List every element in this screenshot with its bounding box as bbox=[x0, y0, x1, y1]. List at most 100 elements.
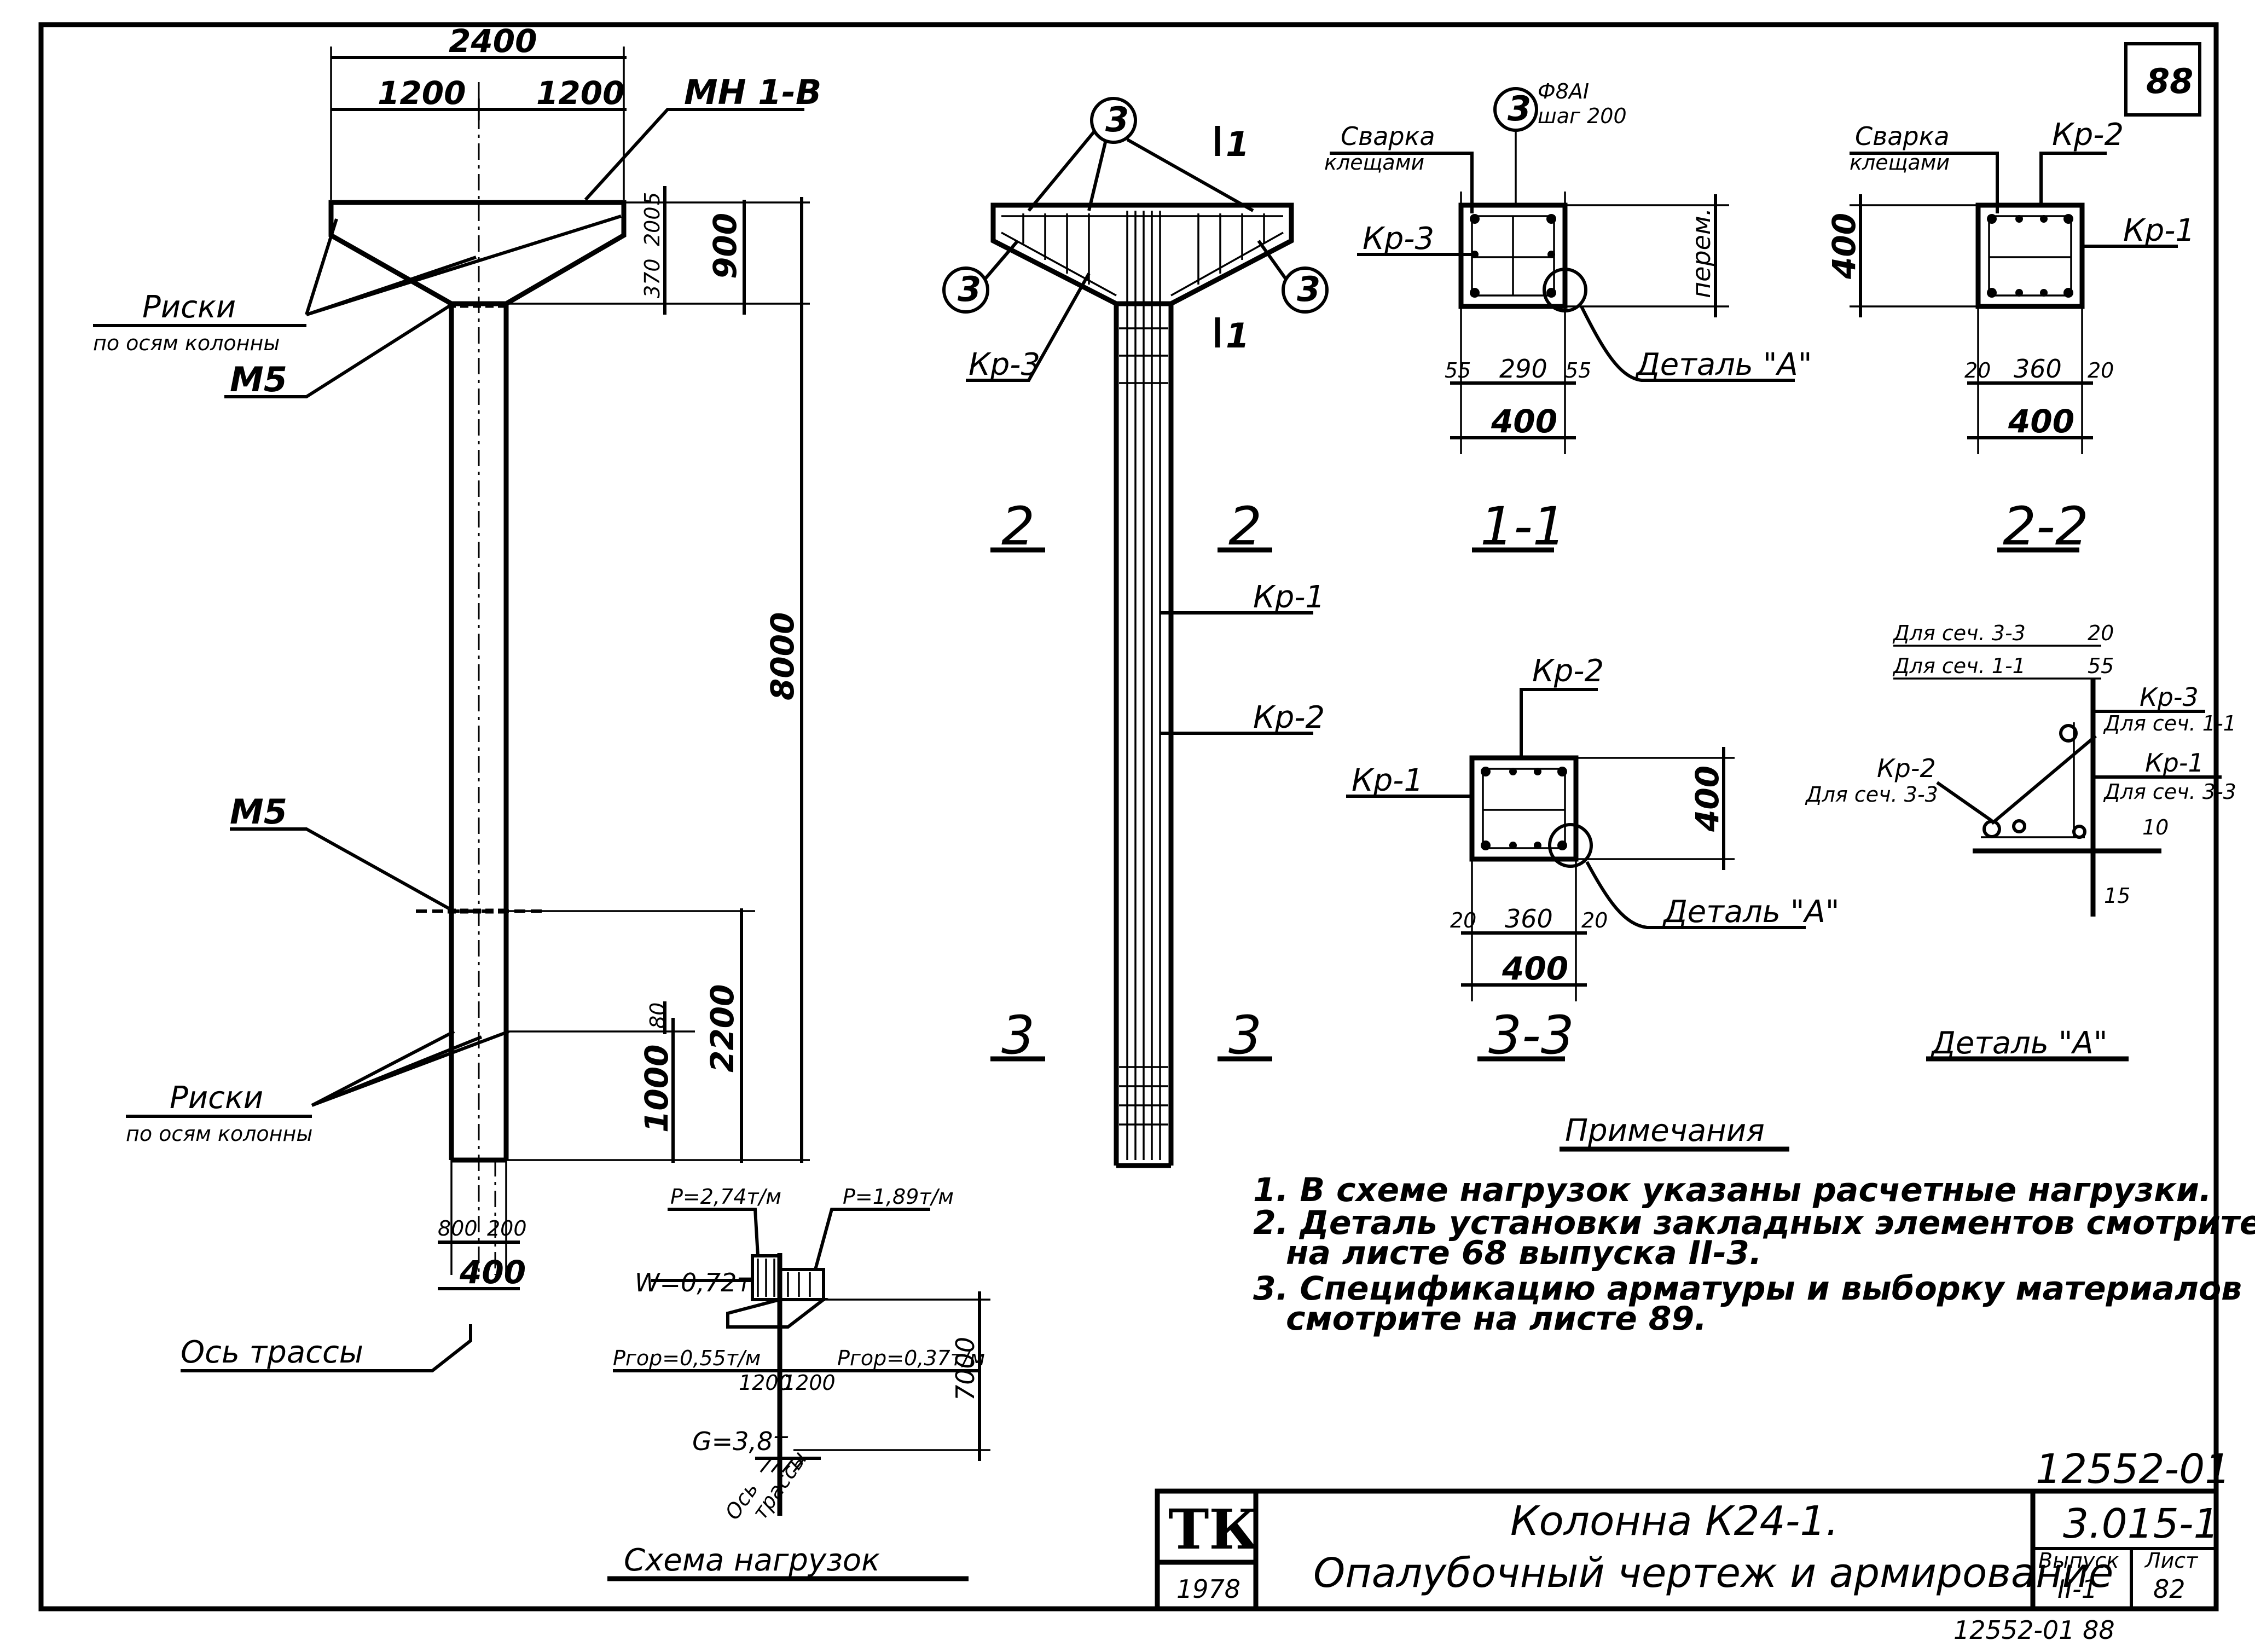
da-kr1-sub: Для сеч. 3-3 bbox=[2103, 780, 2236, 804]
s11-detail: Деталь "А" bbox=[1634, 347, 1812, 382]
s11-d400: 400 bbox=[1491, 403, 1557, 440]
dim-cap-h2: 5 bbox=[640, 192, 664, 205]
tb-sheet: 82 bbox=[2153, 1574, 2186, 1604]
label-marks-bot-1: Риски bbox=[170, 1080, 263, 1116]
da-d20: 20 bbox=[2088, 621, 2114, 645]
label-kr2: Кр-2 bbox=[1253, 700, 1325, 735]
da-kr3-sub: Для сеч. 1-1 bbox=[2103, 711, 2236, 735]
detail-a: Для сеч. 3-3 20 Для сеч. 1-1 55 Кр-3 Для… bbox=[1805, 621, 2236, 1062]
section-3-3: Кр-2 Кр-1 400 Деталь "А" 20 360 20 400 3… bbox=[1346, 653, 1840, 1066]
ls-title: Схема нагрузок bbox=[624, 1543, 880, 1578]
da-d55: 55 bbox=[2088, 654, 2114, 678]
s33-d20a: 20 bbox=[1450, 908, 1476, 932]
dim-cap-h3: 370 bbox=[640, 258, 664, 298]
s11-title: 1-1 bbox=[1480, 496, 1566, 557]
label-mn: МН 1-В bbox=[684, 72, 821, 112]
da-d10: 10 bbox=[2142, 815, 2169, 839]
s11-var: перем. bbox=[1686, 208, 1716, 298]
da-kr1: Кр-1 bbox=[2145, 748, 2204, 778]
stamp-right: 12552-01 bbox=[2036, 1446, 2230, 1493]
tb-year: 1978 bbox=[1176, 1574, 1240, 1604]
tb-sheet-label: Лист bbox=[2144, 1549, 2199, 1573]
dim-cap-height: 900 bbox=[706, 213, 744, 279]
dim-lower-h3: 1000 bbox=[638, 1045, 675, 1133]
da-d15: 15 bbox=[2104, 884, 2130, 908]
note-line-1: 1. В схеме нагрузок указаны расчетные на… bbox=[1253, 1171, 2212, 1209]
label-kr3: Кр-3 bbox=[969, 347, 1040, 382]
s22-d20a: 20 bbox=[1964, 358, 1991, 382]
circle-3-left: 3 bbox=[958, 269, 981, 309]
s33-kr1: Кр-1 bbox=[1352, 763, 1423, 798]
s33-detail: Деталь "А" bbox=[1662, 894, 1840, 930]
circle-3-right: 3 bbox=[1297, 269, 1320, 309]
sec-2-left: 2 bbox=[1001, 496, 1035, 557]
da-title: Деталь "А" bbox=[1930, 1025, 2108, 1061]
tb-desc: Опалубочный чертеж и армирование bbox=[1313, 1550, 2113, 1597]
s22-d400v: 400 bbox=[1825, 213, 1863, 280]
ls-p-left: P=2,74т/м bbox=[670, 1185, 781, 1209]
cut-1-top: 1 bbox=[1226, 124, 1249, 164]
ls-p-hor-left: Pгор=0,55т/м bbox=[613, 1346, 761, 1370]
ls-w: W=0,72т bbox=[635, 1268, 752, 1297]
dim-column-height: 8000 bbox=[764, 612, 801, 700]
notes-title: Примечания bbox=[1565, 1113, 1765, 1149]
s11-bar-1: Ф8АI bbox=[1538, 79, 1589, 103]
da-l1: Для сеч. 3-3 bbox=[1892, 621, 2026, 645]
s22-weld-2: клещами bbox=[1850, 150, 1950, 175]
s11-circle: 3 bbox=[1508, 89, 1531, 129]
dim-half-right: 1200 bbox=[536, 74, 624, 112]
s33-d400v: 400 bbox=[1689, 766, 1726, 832]
dim-base-right: 200 bbox=[487, 1216, 527, 1241]
stamp-bottom: 12552-01 88 bbox=[1953, 1615, 2115, 1645]
s22-kr2: Кр-2 bbox=[2052, 117, 2124, 153]
sec-3-right: 3 bbox=[1228, 1005, 1262, 1066]
s22-d360: 360 bbox=[2014, 354, 2062, 384]
s22-d400: 400 bbox=[2008, 403, 2074, 440]
s22-title: 2-2 bbox=[2003, 496, 2089, 557]
label-marks-top-1: Риски bbox=[142, 289, 236, 325]
da-l2: Для сеч. 1-1 bbox=[1892, 654, 2026, 678]
dim-cap-h1: 200 bbox=[640, 206, 664, 246]
s11-d55a: 55 bbox=[1445, 358, 1471, 382]
label-route-axis: Ось трассы bbox=[181, 1335, 363, 1370]
reinforcement-elevation: 3 3 3 1 1 Кр-3 Кр-1 Кр-2 2 2 3 3 bbox=[942, 97, 1329, 1168]
title-block: 12552-01 ТК 1978 Колонна К24-1. Опалубоч… bbox=[1155, 1446, 2230, 1645]
s22-kr1: Кр-1 bbox=[2123, 213, 2195, 248]
tb-issue-label: Выпуск bbox=[2038, 1549, 2119, 1573]
note-line-2: 2. Деталь установки закладных элементов … bbox=[1253, 1204, 2255, 1242]
label-kr1: Кр-1 bbox=[1253, 579, 1325, 615]
ls-p-right: P=1,89т/м bbox=[843, 1185, 954, 1209]
s11-d290: 290 bbox=[1499, 354, 1547, 384]
note-line-3: на листе 68 выпуска II-3. bbox=[1286, 1234, 1762, 1272]
notes-block: Примечания 1. В схеме нагрузок указаны р… bbox=[1253, 1113, 2255, 1338]
s11-bar-2: шаг 200 bbox=[1538, 104, 1627, 128]
dim-base-width: 400 bbox=[459, 1254, 526, 1291]
sec-3-left: 3 bbox=[1001, 1005, 1035, 1066]
load-scheme: W=0,72т P=2,74т/м P=1,89т/м Pгор=0,55т/м… bbox=[607, 1185, 990, 1581]
dim-base-left: 800 bbox=[438, 1216, 478, 1241]
sec-2-right: 2 bbox=[1228, 496, 1262, 557]
column-elevation: 2400 1200 1200 200 5 370 900 8000 80 220… bbox=[93, 22, 821, 1372]
s33-d20b: 20 bbox=[1581, 908, 1608, 932]
dim-half-left: 1200 bbox=[378, 74, 466, 112]
dim-lower-h1: 80 bbox=[646, 1002, 670, 1029]
dim-lower-h2: 2200 bbox=[704, 984, 741, 1073]
section-1-1: перем. 3 Ф8АI шаг 200 Сварка клещами Кр-… bbox=[1324, 79, 1812, 557]
label-m5-top: М5 bbox=[230, 360, 287, 399]
s33-kr2: Кр-2 bbox=[1532, 653, 1604, 689]
dim-total-width: 2400 bbox=[449, 22, 537, 60]
ls-d1200a: 1200 bbox=[739, 1371, 792, 1395]
ls-g: G=3,8т bbox=[692, 1427, 788, 1456]
da-kr3: Кр-3 bbox=[2140, 682, 2199, 712]
corner-mark: 88 bbox=[2146, 61, 2193, 101]
section-2-2: 400 Сварка клещами Кр-2 Кр-1 20 360 20 4… bbox=[1825, 117, 2195, 557]
da-kr2: Кр-2 bbox=[1877, 753, 1936, 783]
s11-kr3: Кр-3 bbox=[1363, 221, 1434, 257]
da-kr2-sub: Для сеч. 3-3 bbox=[1805, 782, 1938, 807]
s11-weld-1: Сварка bbox=[1341, 121, 1435, 151]
label-m5-mid: М5 bbox=[230, 792, 287, 832]
drawing-frame bbox=[38, 22, 2219, 1612]
tb-series: 3.015-1 bbox=[2063, 1500, 2219, 1547]
s11-weld-2: клещами bbox=[1324, 150, 1424, 175]
